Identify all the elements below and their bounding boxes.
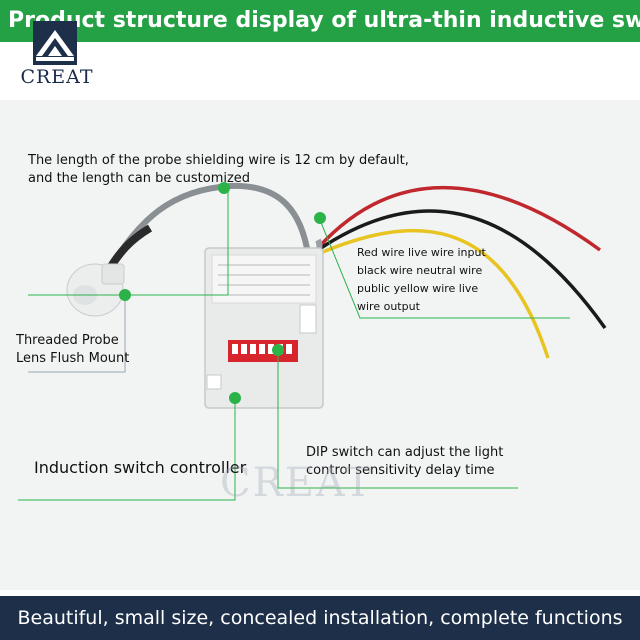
mount-tab (206, 374, 222, 390)
probe-line2: Lens Flush Mount (16, 351, 130, 366)
probe-line1: Threaded Probe (16, 333, 119, 348)
shield-wire-callout: The length of the probe shielding wire i… (28, 152, 409, 188)
product-photo: The length of the probe shielding wire i… (0, 100, 640, 590)
dip-callout: DIP switch can adjust the light control … (306, 444, 503, 480)
controller-leader (18, 400, 236, 501)
shielding-wire (107, 182, 313, 271)
wire-connector (299, 304, 317, 334)
controller-label-text: Induction switch controller (34, 458, 247, 477)
brand-watermark: CREAT (220, 460, 374, 506)
logo-mark-icon (33, 21, 77, 65)
wires-line4: wire output (357, 300, 420, 313)
probe-callout: Threaded Probe Lens Flush Mount (16, 332, 129, 368)
probe-leader (28, 295, 126, 373)
shield-wire-marker (218, 182, 230, 194)
dip-line1: DIP switch can adjust the light (306, 445, 504, 460)
probe-neck (106, 224, 153, 271)
red-wire (316, 185, 602, 252)
black-wire (317, 209, 607, 330)
wires-line2: black wire neutral wire (357, 264, 483, 277)
dip-marker (272, 344, 284, 356)
footer-tagline: Beautiful, small size, concealed install… (17, 607, 623, 629)
wires-leader (319, 219, 570, 319)
banner-title: Product structure display of ultra-thin … (8, 8, 640, 33)
yellow-wire (317, 228, 550, 359)
product-illustration (18, 182, 607, 501)
probe-thread (101, 263, 125, 285)
dip-line2: control sensitivity delay time (306, 463, 495, 478)
dip-leader (277, 352, 518, 489)
shield-wire-line2: and the length can be customized (28, 171, 251, 186)
controller-callout: Induction switch controller (34, 458, 246, 478)
brand-logo: CREAT (18, 20, 96, 92)
top-banner: Product structure display of ultra-thin … (0, 0, 640, 42)
wires-marker (314, 212, 326, 224)
controller-marker (229, 392, 241, 404)
wires-callout: Red wire live wire input black wire neut… (357, 244, 486, 316)
shield-wire-line1: The length of the probe shielding wire i… (28, 153, 409, 168)
wires-line3: public yellow wire live (357, 282, 479, 295)
probe-marker (119, 289, 131, 301)
wires-line1: Red wire live wire input (357, 246, 486, 259)
brand-name: CREAT (20, 66, 94, 88)
shield-wire-leader (28, 188, 229, 296)
bottom-banner: Beautiful, small size, concealed install… (0, 596, 640, 640)
